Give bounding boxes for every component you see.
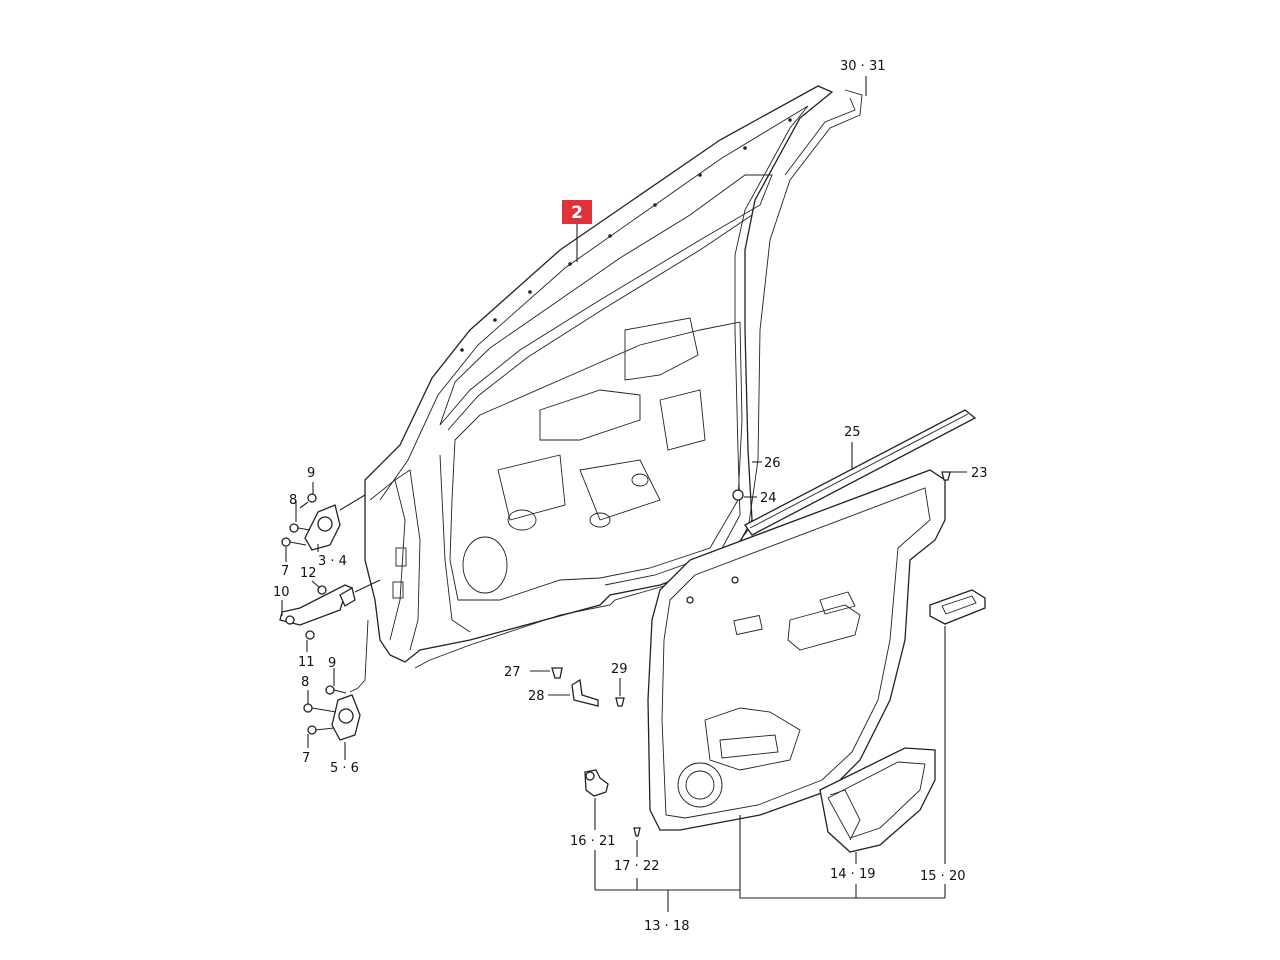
lower-hinge[interactable]: [331, 619, 369, 741]
callout-10: 10: [273, 585, 290, 600]
callout-16-21: 16 · 21: [570, 834, 615, 849]
callout-5-6: 5 · 6: [330, 761, 359, 776]
callout-25: 25: [844, 425, 861, 440]
callout-30-31: 30 · 31: [840, 59, 885, 74]
callout-23: 23: [971, 466, 988, 481]
callout-24: 24: [760, 491, 777, 506]
screw-23[interactable]: [941, 471, 951, 481]
callout-7-lower: 7: [302, 751, 310, 766]
callout-17-22: 17 · 22: [614, 859, 659, 874]
door-trim-panel[interactable]: [647, 469, 946, 831]
leader-lines: [281, 76, 967, 912]
armrest-handle[interactable]: [819, 747, 936, 853]
callout-8-lower: 8: [301, 675, 309, 690]
switch-bezel[interactable]: [929, 589, 986, 625]
highlight-label: 2: [571, 203, 583, 223]
callout-29: 29: [611, 662, 628, 677]
callout-27: 27: [504, 665, 521, 680]
callout-15-20: 15 · 20: [920, 869, 965, 884]
callout-8-upper: 8: [289, 493, 297, 508]
part-27[interactable]: [551, 667, 563, 679]
callout-7-upper: 7: [281, 564, 289, 579]
callout-14-19: 14 · 19: [830, 867, 875, 882]
highlight-badge: [562, 200, 592, 224]
callout-9-lower: 9: [328, 656, 336, 671]
bracket-28[interactable]: [571, 678, 599, 707]
callout-26: 26: [764, 456, 781, 471]
callout-3-4: 3 · 4: [318, 554, 347, 569]
callout-9-upper: 9: [307, 466, 315, 481]
door-checker[interactable]: [279, 579, 381, 626]
callout-28: 28: [528, 689, 545, 704]
door-shell[interactable]: [364, 85, 834, 663]
callout-11: 11: [298, 655, 315, 670]
callout-13-18: 13 · 18: [644, 919, 689, 934]
screw-17-22[interactable]: [633, 827, 641, 837]
callout-labels: 30 · 31 26 25 23 24 9 8 3 · 4 7 12 10 11…: [273, 59, 988, 934]
highlight-callout-2[interactable]: 2: [562, 200, 592, 262]
callout-12: 12: [300, 566, 317, 581]
inner-belt-moulding[interactable]: [744, 409, 977, 536]
clip-24[interactable]: [732, 489, 744, 501]
grommet-16-21[interactable]: [584, 769, 609, 797]
clip-29[interactable]: [615, 697, 625, 707]
upper-hinge[interactable]: [304, 494, 366, 551]
